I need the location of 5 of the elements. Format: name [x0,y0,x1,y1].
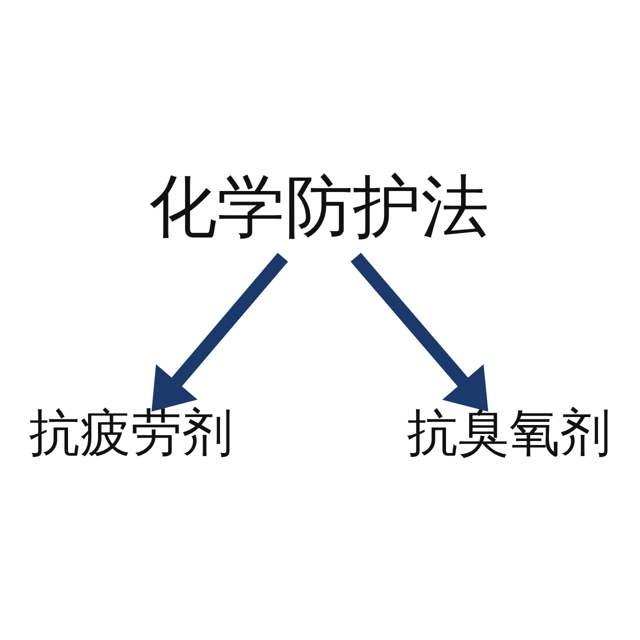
node-text: 化学防护法 [149,166,490,246]
node-text: 抗臭氧剂 [407,402,612,462]
arrow [152,252,288,412]
arrow [350,252,488,412]
node-text: 抗疲劳剂 [28,402,233,462]
